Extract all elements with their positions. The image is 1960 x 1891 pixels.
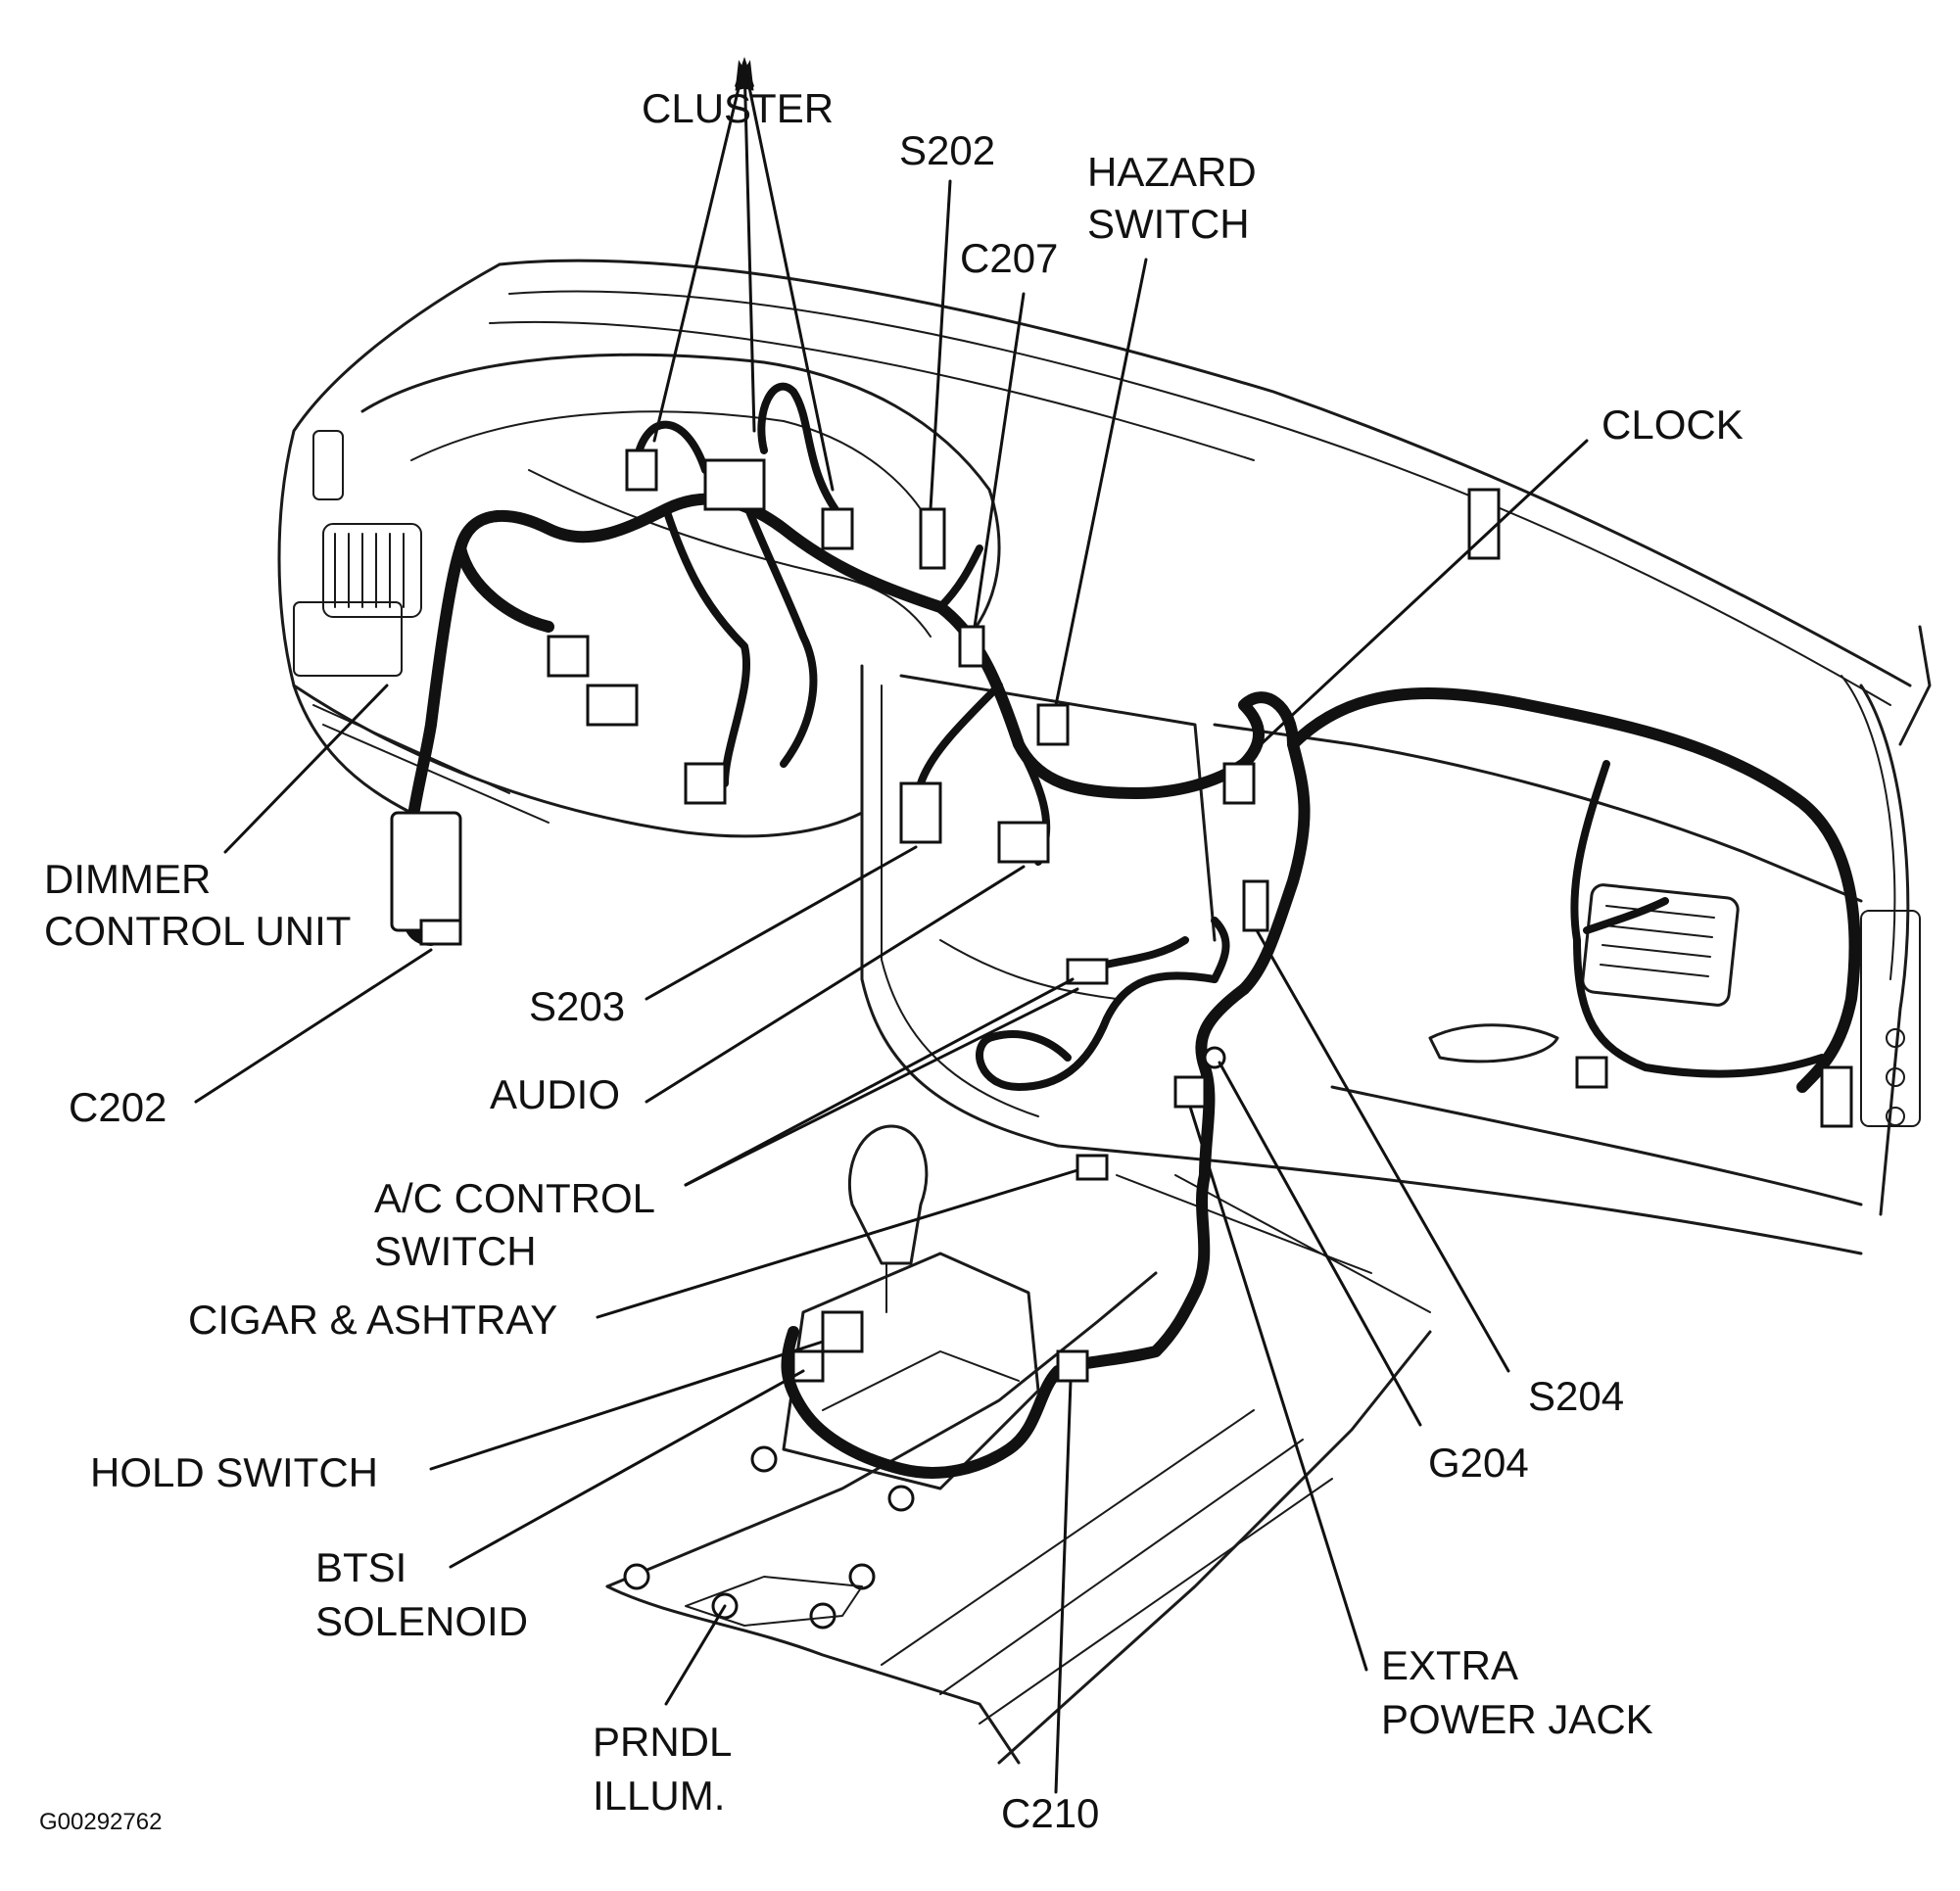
ac-control-switch-connector — [1066, 958, 1109, 985]
label-btsi-line1: BTSI — [315, 1544, 406, 1590]
label-extra-line1: EXTRA — [1381, 1642, 1518, 1688]
label-s203: S203 — [529, 983, 625, 1029]
hazard-switch-connector — [1036, 703, 1070, 746]
label-g204: G204 — [1428, 1440, 1529, 1486]
label-clock: CLOCK — [1601, 402, 1744, 448]
leader-cluster-2 — [742, 62, 756, 433]
label-extra-line2: POWER JACK — [1381, 1696, 1653, 1742]
splice-s202 — [919, 507, 946, 570]
cigar-ashtray-connector — [1076, 1154, 1109, 1181]
splice-s204 — [1242, 879, 1269, 932]
label-cigar-ashtray: CIGAR & ASHTRAY — [188, 1297, 557, 1343]
btsi-solenoid-connector — [791, 1349, 825, 1383]
label-hazard-switch-line2: SWITCH — [1087, 201, 1250, 247]
label-prndl-line1: PRNDL — [593, 1719, 732, 1765]
connector-c207 — [958, 625, 985, 668]
connector-c210 — [1056, 1349, 1089, 1383]
splice-s203 — [899, 781, 942, 844]
label-ac-line1: A/C CONTROL — [374, 1175, 655, 1221]
label-audio: AUDIO — [490, 1071, 620, 1117]
label-c202: C202 — [69, 1084, 167, 1130]
label-c207: C207 — [960, 235, 1058, 281]
leader-lines — [194, 57, 1589, 1794]
callout-labels: CLUSTER S202 HAZARD SWITCH C207 CLOCK DI… — [39, 85, 1744, 1836]
label-s204: S204 — [1528, 1373, 1624, 1419]
label-dimmer-line1: DIMMER — [44, 856, 211, 902]
audio-connector — [997, 821, 1050, 864]
leader-cluster-3 — [742, 62, 835, 492]
label-c210: C210 — [1001, 1790, 1099, 1836]
label-hazard-switch-line1: HAZARD — [1087, 149, 1257, 195]
connectors — [390, 449, 1853, 1383]
dimmer-control-unit-body — [390, 811, 462, 932]
hold-switch-connector — [821, 1310, 864, 1353]
label-s202: S202 — [899, 127, 995, 173]
connector-c202 — [419, 919, 462, 946]
clock-connector — [1222, 762, 1256, 805]
label-btsi-line2: SOLENOID — [315, 1598, 528, 1644]
label-hold-switch: HOLD SWITCH — [90, 1449, 378, 1495]
console-floor-outline — [605, 1124, 1432, 1765]
figure-reference-id: G00292762 — [39, 1809, 162, 1835]
label-cluster: CLUSTER — [642, 85, 834, 131]
extra-power-jack-connector — [1173, 1075, 1207, 1109]
label-dimmer-line2: CONTROL UNIT — [44, 908, 351, 954]
leader-cluster-1 — [652, 62, 746, 443]
label-prndl-line2: ILLUM. — [593, 1773, 725, 1819]
label-ac-line2: SWITCH — [374, 1228, 537, 1274]
